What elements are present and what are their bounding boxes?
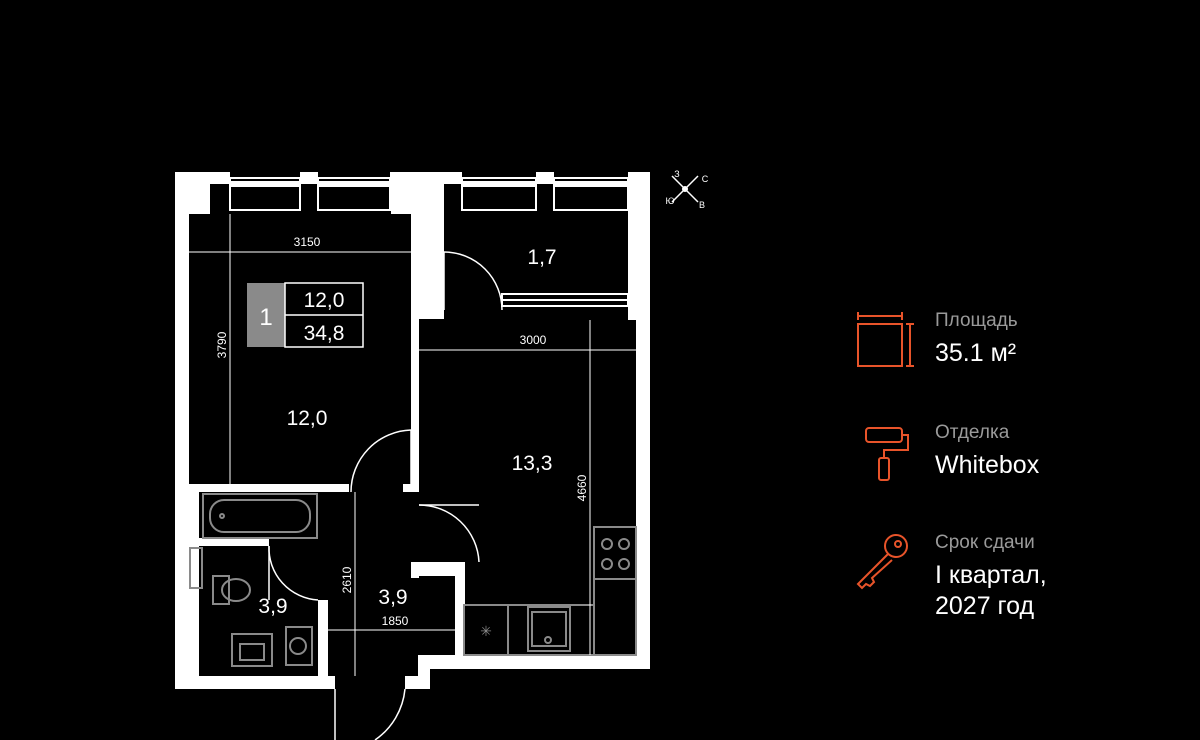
doors [268, 251, 503, 740]
apartment-badge: 1 12,0 34,8 [247, 282, 364, 348]
badge-total-area: 34,8 [304, 322, 345, 345]
dim-hall-height: 2610 [340, 566, 354, 593]
toilet [221, 578, 251, 602]
room-bath-area: 3,9 [258, 595, 287, 618]
compass-east: В [699, 200, 705, 210]
walls [175, 172, 650, 689]
area-label: Площадь [935, 310, 1018, 331]
stove [593, 526, 637, 580]
windows [229, 177, 629, 307]
dim-left-vertical: 3790 [215, 331, 229, 358]
paint-roller-icon [865, 427, 909, 481]
badge-living-area: 12,0 [304, 289, 345, 312]
badge-rooms: 1 [259, 304, 272, 331]
room-kitchen-area: 13,3 [512, 452, 553, 475]
kitchen-sink [527, 606, 571, 652]
bathtub [202, 493, 318, 539]
finish-label: Отделка [935, 422, 1010, 443]
dim-kitchen-height: 4660 [575, 474, 589, 501]
room-living-area: 12,0 [287, 407, 328, 430]
dimension-lines [189, 214, 636, 676]
deadline-value: I квартал, 2027 год [935, 560, 1047, 622]
washing-machine [285, 626, 313, 666]
fixtures [189, 493, 637, 667]
room-hall-area: 3,9 [378, 586, 407, 609]
compass-north: С [702, 174, 709, 184]
compass-west: З [674, 169, 679, 179]
dim-hall-width: 1850 [382, 614, 409, 628]
fridge-icon: ✳ [480, 623, 492, 639]
deadline-line-2: 2027 год [935, 592, 1035, 620]
towel-rail [189, 547, 203, 589]
dim-kitchen-width: 3000 [520, 333, 547, 347]
deadline-line-1: I квартал, [935, 561, 1047, 589]
finish-value: Whitebox [935, 451, 1040, 479]
dim-top-left: 3150 [294, 235, 321, 249]
room-balcony-area: 1,7 [527, 246, 556, 269]
washbasin [231, 633, 273, 667]
area-icon [857, 312, 914, 367]
area-value: 35.1 м² [935, 339, 1017, 367]
deadline-label: Срок сдачи [935, 532, 1035, 553]
toilet-tank [212, 575, 230, 605]
compass: С В Ю З [665, 169, 708, 210]
key-icon [856, 534, 908, 590]
compass-south: Ю [665, 196, 674, 206]
